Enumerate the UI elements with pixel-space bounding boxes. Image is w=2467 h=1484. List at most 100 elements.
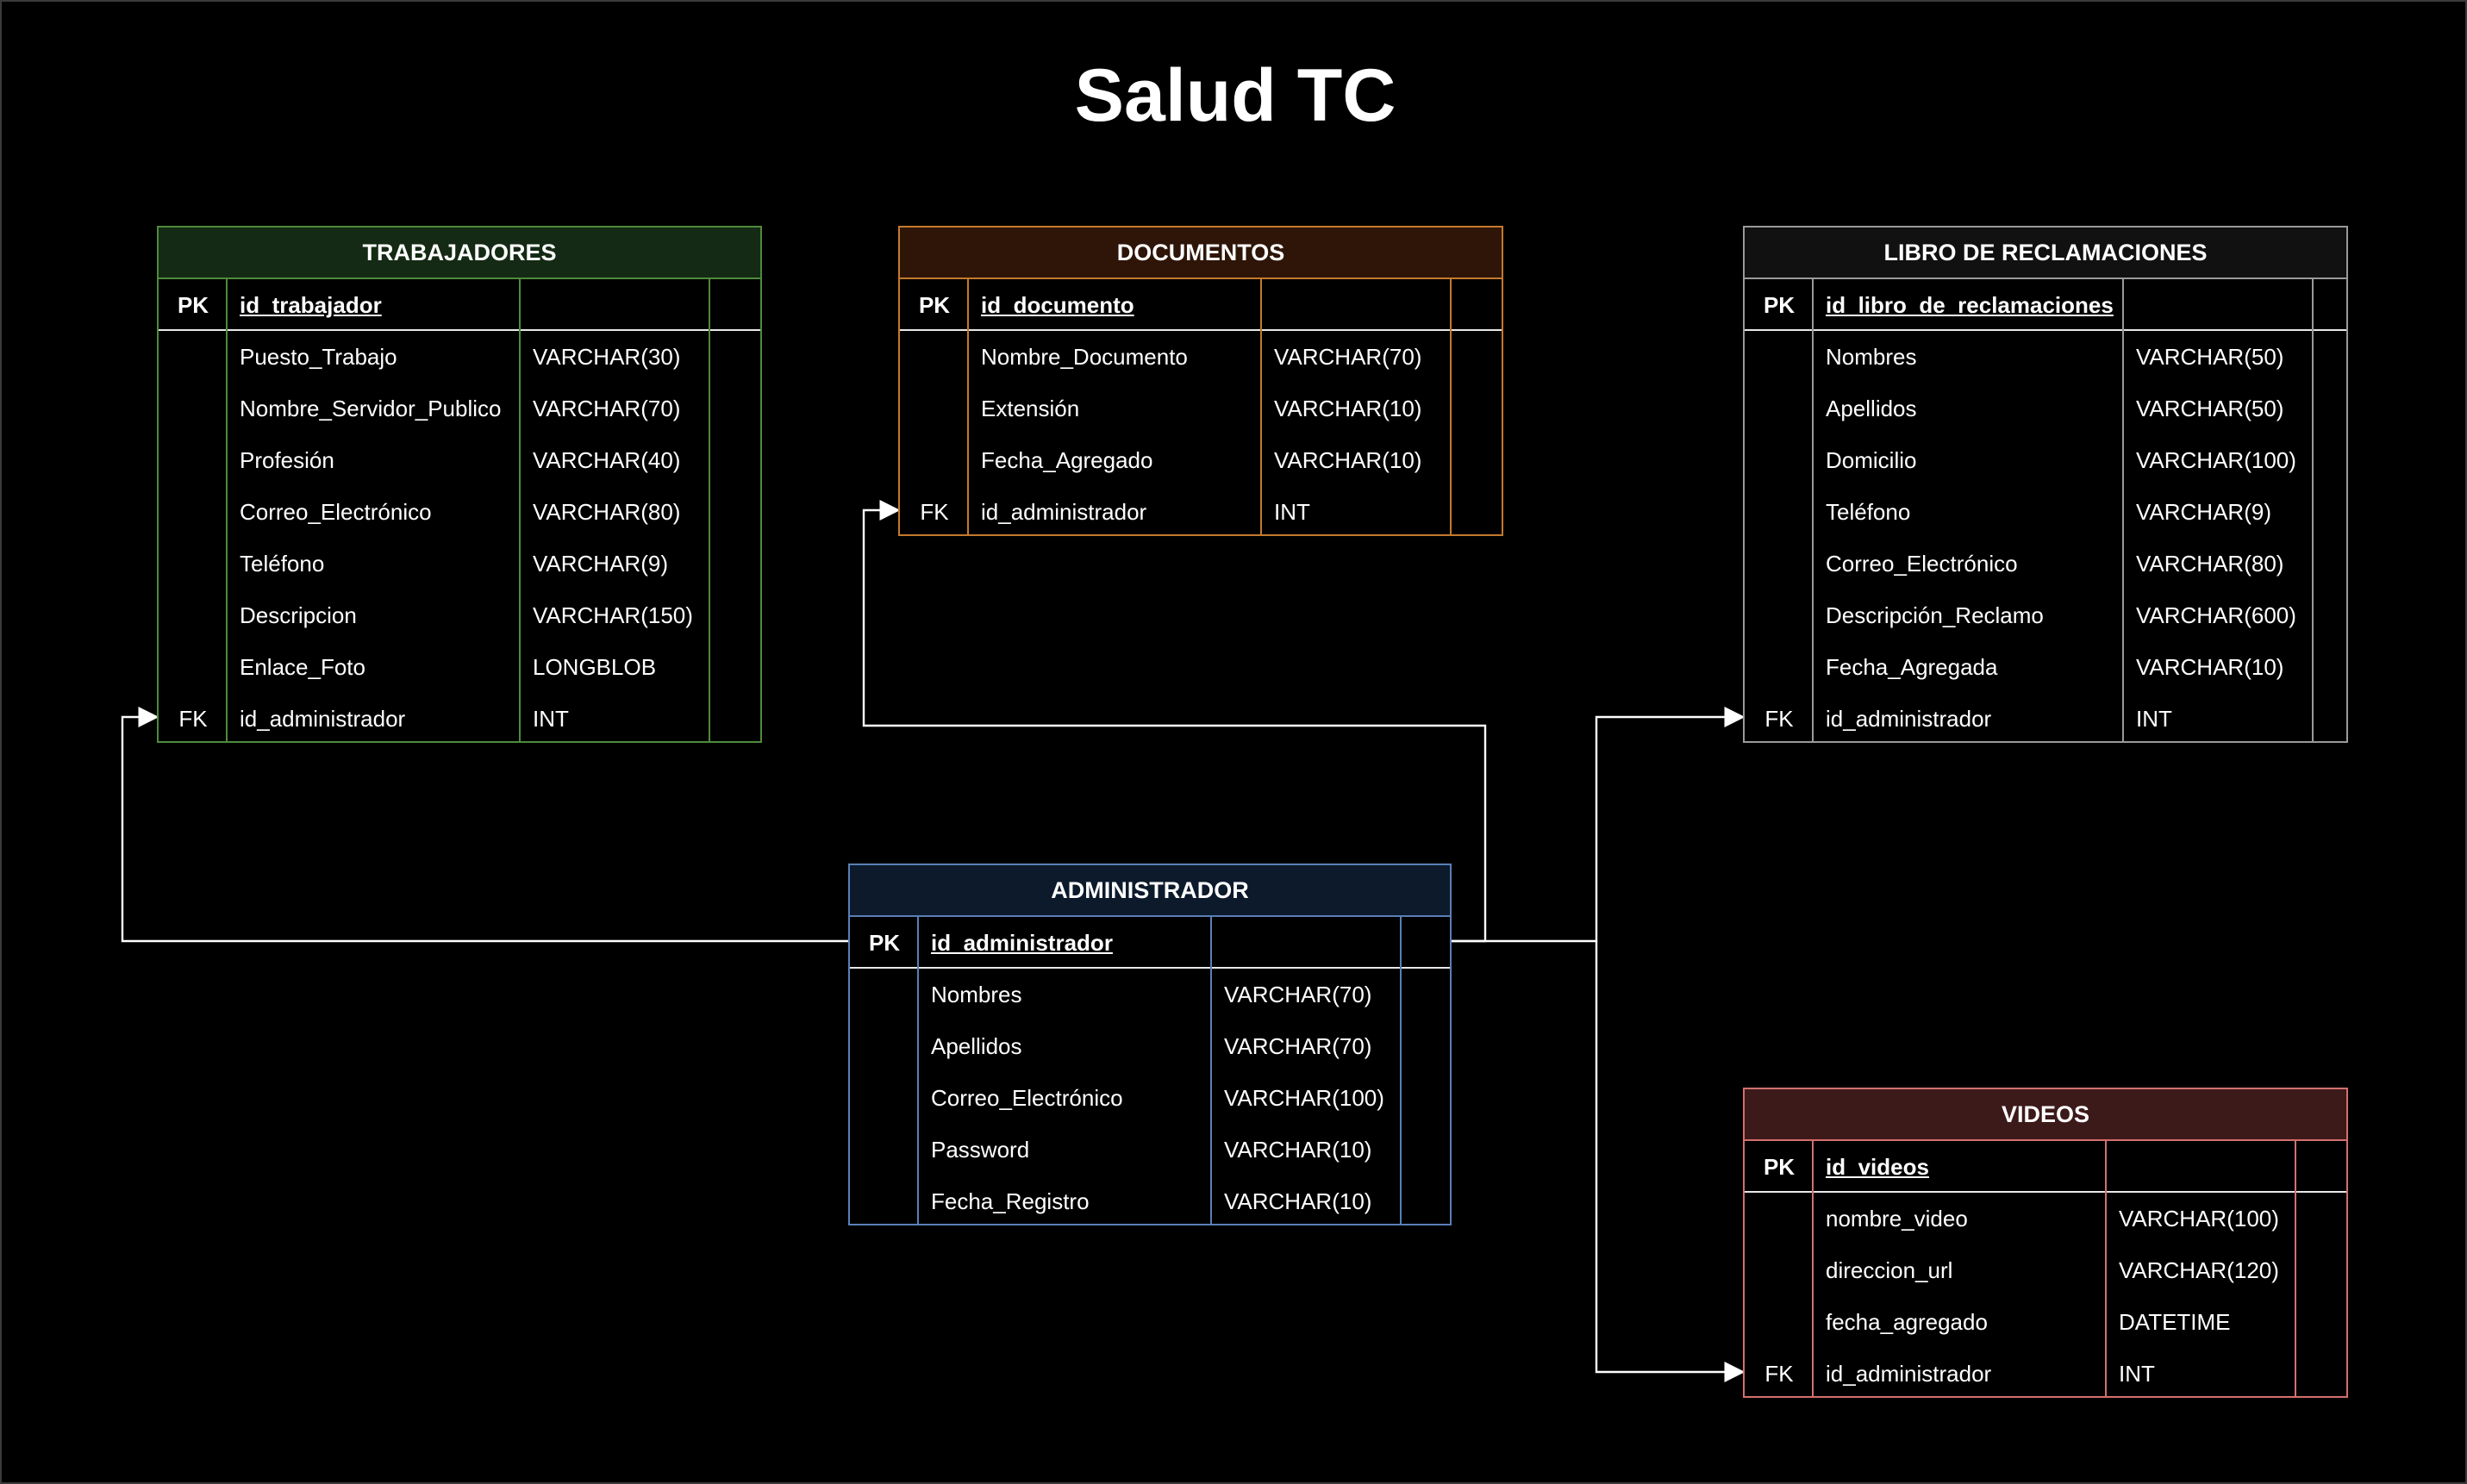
field-type: LONGBLOB bbox=[533, 654, 657, 680]
field-type bbox=[521, 279, 710, 331]
field-name: id_trabajador bbox=[240, 292, 382, 318]
field-name: id_documento bbox=[981, 292, 1134, 318]
key-marker bbox=[900, 434, 969, 486]
key-marker bbox=[1745, 331, 1814, 383]
field-row[interactable]: Profesión VARCHAR(40) bbox=[159, 434, 760, 486]
key-marker bbox=[900, 331, 969, 383]
field-name: Correo_Electrónico bbox=[240, 499, 432, 525]
column-divider bbox=[1812, 279, 1814, 741]
field-name: id_administrador bbox=[240, 706, 406, 732]
key-marker bbox=[1745, 486, 1814, 538]
field-row[interactable]: Apellidos VARCHAR(70) bbox=[850, 1020, 1450, 1072]
key-marker: FK bbox=[178, 706, 208, 732]
table-header-videos: VIDEOS bbox=[1745, 1089, 2346, 1141]
field-name: Fecha_Registro bbox=[931, 1188, 1090, 1214]
column-divider bbox=[917, 917, 919, 1224]
field-type: VARCHAR(70) bbox=[1224, 1033, 1372, 1059]
field-type: VARCHAR(40) bbox=[533, 447, 681, 473]
field-row[interactable]: direccion_url VARCHAR(120) bbox=[1745, 1244, 2346, 1296]
field-type: INT bbox=[2119, 1361, 2155, 1387]
key-marker bbox=[159, 641, 228, 693]
field-name: Domicilio bbox=[1826, 447, 1917, 473]
field-type: INT bbox=[2136, 706, 2172, 732]
column-divider bbox=[967, 279, 969, 534]
key-marker bbox=[900, 383, 969, 434]
key-marker: PK bbox=[177, 292, 209, 318]
field-name: Apellidos bbox=[931, 1033, 1022, 1059]
key-marker bbox=[159, 383, 228, 434]
field-type: VARCHAR(120) bbox=[2119, 1257, 2279, 1283]
field-name: id_administrador bbox=[1826, 1361, 1992, 1387]
field-type bbox=[2107, 1141, 2296, 1193]
diagram-title: Salud TC bbox=[1074, 54, 1396, 137]
key-marker bbox=[159, 331, 228, 383]
field-type: VARCHAR(9) bbox=[2136, 499, 2271, 525]
primary-key-row[interactable]: PK id_documento bbox=[900, 279, 1502, 331]
field-name: Extensión bbox=[981, 396, 1080, 421]
column-divider bbox=[2122, 279, 2124, 741]
primary-key-row[interactable]: PK id_administrador bbox=[850, 917, 1450, 969]
connector-admin-to-videos bbox=[1595, 941, 1746, 1382]
field-type: VARCHAR(100) bbox=[2136, 447, 2296, 473]
field-type: INT bbox=[1274, 499, 1310, 525]
key-marker: PK bbox=[868, 930, 901, 956]
field-name: Profesión bbox=[240, 447, 334, 473]
field-type: VARCHAR(10) bbox=[2136, 654, 2284, 680]
key-marker bbox=[1745, 383, 1814, 434]
field-name: id_administrador bbox=[1826, 706, 1992, 732]
field-type: VARCHAR(10) bbox=[1224, 1137, 1372, 1163]
key-marker bbox=[1745, 1296, 1814, 1348]
key-marker bbox=[1745, 434, 1814, 486]
key-marker: PK bbox=[1763, 292, 1796, 318]
key-marker: PK bbox=[918, 292, 951, 318]
field-name: Descripción_Reclamo bbox=[1826, 602, 2044, 628]
primary-key-row[interactable]: PK id_trabajador bbox=[159, 279, 760, 331]
field-name: fecha_agregado bbox=[1826, 1309, 1988, 1335]
key-marker: PK bbox=[1763, 1154, 1796, 1180]
field-row[interactable]: Domicilio VARCHAR(100) bbox=[1745, 434, 2346, 486]
field-type: VARCHAR(100) bbox=[1224, 1085, 1384, 1111]
key-marker bbox=[1745, 641, 1814, 693]
connector-admin-to-trabajadores bbox=[121, 707, 848, 943]
key-marker bbox=[159, 538, 228, 589]
key-marker bbox=[1745, 538, 1814, 589]
field-name: direccion_url bbox=[1826, 1257, 1953, 1283]
field-type: VARCHAR(9) bbox=[533, 551, 668, 577]
column-divider bbox=[1260, 279, 1262, 534]
field-name: Nombres bbox=[1826, 344, 1917, 370]
table-header-libro: LIBRO DE RECLAMACIONES bbox=[1745, 228, 2346, 279]
field-name: id_administrador bbox=[931, 930, 1113, 956]
